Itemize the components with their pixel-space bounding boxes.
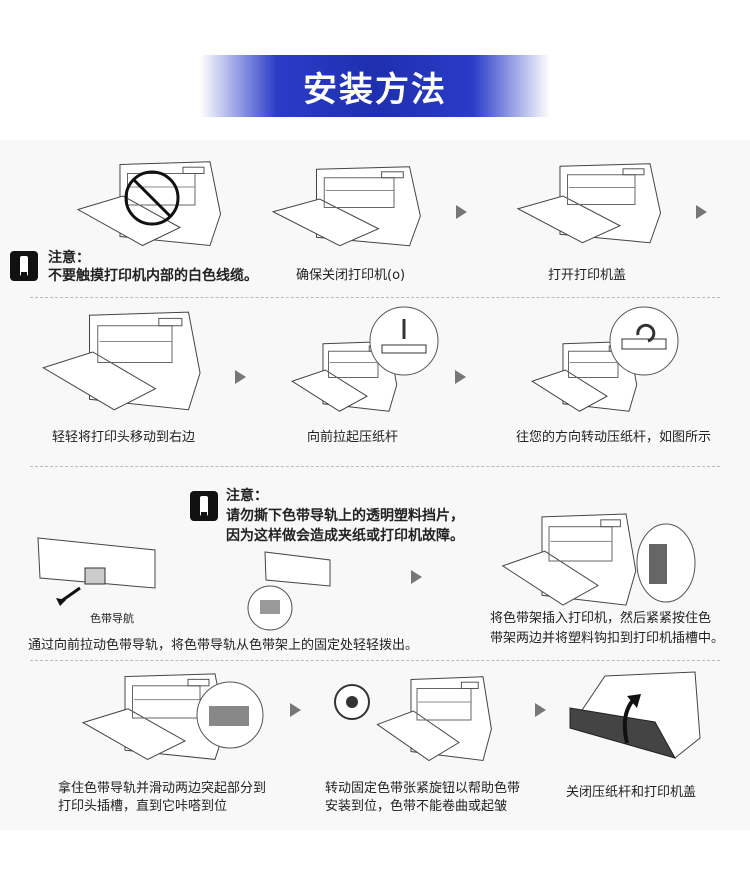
step-caption: 打开打印机盖 bbox=[548, 268, 627, 283]
step-caption: 安装到位，色带不能卷曲或起皱 bbox=[325, 799, 508, 814]
next-arrow-icon bbox=[411, 570, 422, 584]
ribbon-guide-detail-illustration bbox=[247, 551, 331, 631]
next-arrow-icon bbox=[696, 205, 707, 219]
printer-open-cover-illustration bbox=[516, 163, 662, 244]
printer-insert-ribbon-illustration bbox=[501, 513, 637, 606]
step-caption: 向前拉起压纸杆 bbox=[307, 430, 399, 445]
next-arrow-icon bbox=[456, 205, 467, 219]
next-arrow-icon bbox=[290, 703, 301, 717]
detail-zoom-circle bbox=[609, 306, 679, 376]
printer-rotate-lever-illustration bbox=[531, 340, 638, 412]
knob-detail-illustration bbox=[334, 684, 370, 720]
step-caption: 拿住色带导轨并滑动两边突起部分到 bbox=[58, 781, 267, 796]
step-caption: 确保关闭打印机(o) bbox=[296, 268, 406, 283]
next-arrow-icon bbox=[535, 703, 546, 717]
warning-heading: 注意： bbox=[48, 250, 90, 266]
divider bbox=[30, 660, 720, 661]
step-caption: 转动固定色带张紧旋钮以帮助色带 bbox=[325, 781, 521, 796]
printer-close-cover-illustration bbox=[569, 671, 701, 759]
step-caption: 通过向前拉动色带导轨，将色带导轨从色带架上的固定处轻轻拨出。 bbox=[28, 638, 419, 653]
detail-zoom-circle bbox=[636, 523, 696, 603]
divider bbox=[30, 466, 720, 467]
next-arrow-icon bbox=[235, 370, 246, 384]
warning-heading: 注意： bbox=[226, 488, 268, 504]
step-caption: 关闭压纸杆和打印机盖 bbox=[566, 785, 697, 800]
warning-icon bbox=[190, 491, 218, 521]
detail-zoom-circle bbox=[369, 306, 439, 376]
page-title: 安装方法 bbox=[303, 69, 447, 110]
warning-text: 不要触摸打印机内部的白色线缆。 bbox=[48, 268, 258, 284]
detail-zoom-circle bbox=[196, 681, 264, 749]
warning-text: 请勿撕下色带导轨上的透明塑料挡片， bbox=[226, 508, 464, 524]
warning-text: 因为这样做会造成夹纸或打印机故障。 bbox=[226, 528, 464, 544]
printer-slide-guide-illustration bbox=[81, 673, 227, 760]
next-arrow-icon bbox=[455, 370, 466, 384]
divider bbox=[30, 297, 720, 298]
step-caption: 往您的方向转动压纸杆，如图所示 bbox=[516, 430, 712, 445]
printer-tension-knob-illustration bbox=[376, 676, 492, 762]
ribbon-guide-label: 色带导航 bbox=[90, 612, 134, 625]
title-banner: 安装方法 bbox=[200, 55, 550, 117]
printer-closed-illustration bbox=[271, 166, 421, 247]
step-caption: 带架两边并将塑料钩扣到打印机插槽中。 bbox=[490, 631, 725, 646]
warning-icon bbox=[10, 251, 38, 281]
prohibited-icon bbox=[124, 170, 180, 226]
step-caption: 打印头插槽，直到它咔嗒到位 bbox=[58, 799, 228, 814]
ribbon-cartridge-illustration bbox=[37, 537, 156, 606]
step-caption: 将色带架插入打印机，然后紧紧按住色 bbox=[490, 611, 712, 626]
step-caption: 轻轻将打印头移动到右边 bbox=[52, 430, 196, 445]
printer-move-head-illustration bbox=[42, 311, 201, 411]
